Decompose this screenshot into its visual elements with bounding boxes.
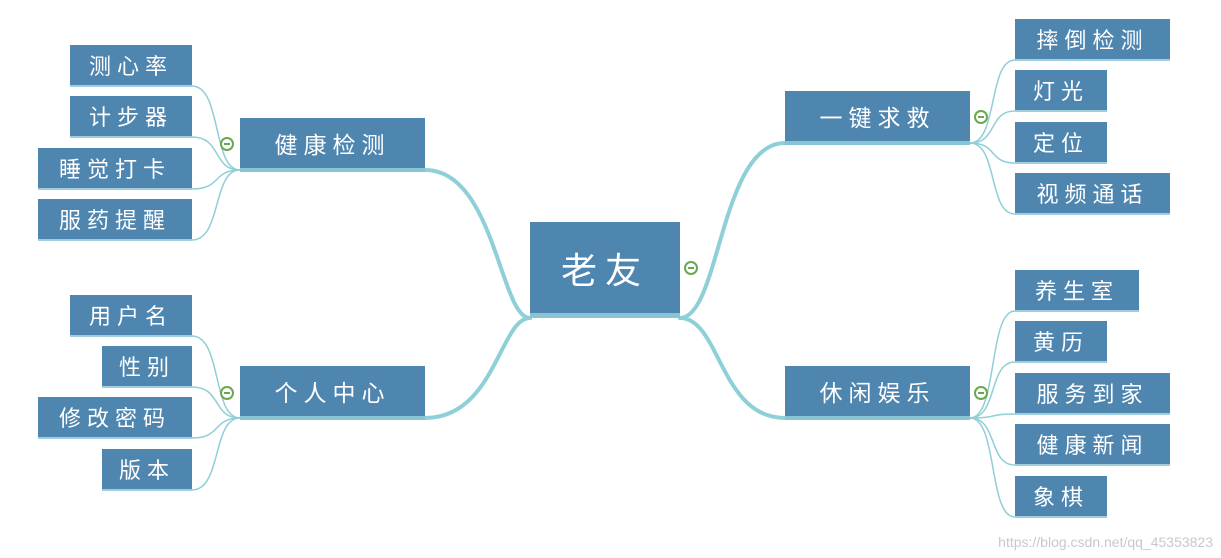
leaf-node[interactable]: 摔倒检测 (1015, 19, 1170, 61)
branch-sos[interactable]: 一键求救 (785, 91, 970, 145)
connector-root-leisure (678, 316, 787, 420)
connector-health-4 (191, 169, 241, 241)
leaf-node[interactable]: 视频通话 (1015, 173, 1170, 215)
leaf-node[interactable]: 睡觉打卡 (38, 148, 192, 190)
leaf-label: 睡觉打卡 (58, 158, 171, 183)
leaf-label: 定位 (1032, 132, 1089, 157)
connector-sos-1 (969, 59, 1016, 144)
leaf-label: 计步器 (88, 106, 173, 131)
connector-health-2 (191, 136, 241, 171)
leaf-label: 养生室 (1034, 280, 1119, 305)
branch-health[interactable]: 健康检测 (240, 118, 425, 172)
leaf-label: 版本 (118, 459, 175, 484)
leaf-label: 视频通话 (1036, 183, 1149, 208)
connector-sos-3 (969, 142, 1016, 164)
leaf-label: 黄历 (1032, 331, 1089, 356)
connector-personal-2 (191, 386, 241, 419)
connector-personal-1 (191, 335, 241, 419)
branch-label: 健康检测 (274, 133, 391, 159)
collapse-toggle-health[interactable] (220, 137, 234, 151)
connector-leisure-3 (969, 413, 1016, 419)
connector-health-1 (191, 85, 241, 171)
branch-label: 一键求救 (819, 106, 936, 132)
leaf-label: 服务到家 (1036, 383, 1149, 408)
branch-label: 个人中心 (274, 381, 391, 407)
connector-leisure-1 (969, 310, 1016, 419)
leaf-node[interactable]: 性别 (102, 346, 192, 388)
branch-leisure[interactable]: 休闲娱乐 (785, 366, 970, 420)
leaf-node[interactable]: 象棋 (1015, 476, 1107, 518)
connector-leisure-4 (969, 417, 1016, 466)
leaf-label: 灯光 (1032, 80, 1089, 105)
leaf-node[interactable]: 服务到家 (1015, 373, 1170, 415)
leaf-node[interactable]: 健康新闻 (1015, 424, 1170, 466)
leaf-node[interactable]: 定位 (1015, 122, 1107, 164)
collapse-toggle-personal[interactable] (220, 386, 234, 400)
connector-root-sos (678, 141, 787, 320)
leaf-label: 服药提醒 (58, 209, 171, 234)
leaf-label: 健康新闻 (1036, 434, 1149, 459)
root-label: 老友 (560, 250, 649, 292)
leaf-node[interactable]: 养生室 (1015, 270, 1139, 312)
leaf-node[interactable]: 计步器 (70, 96, 192, 138)
leaf-node[interactable]: 灯光 (1015, 70, 1107, 112)
connector-health-3 (191, 169, 241, 190)
root-node[interactable]: 老友 (530, 222, 680, 318)
leaf-label: 测心率 (88, 55, 173, 80)
watermark-text: https://blog.csdn.net/qq_45353823 (998, 534, 1213, 550)
leaf-label: 修改密码 (58, 407, 171, 432)
leaf-node[interactable]: 修改密码 (38, 397, 192, 439)
collapse-toggle-sos[interactable] (974, 110, 988, 124)
connector-leisure-5 (969, 417, 1016, 518)
branch-personal[interactable]: 个人中心 (240, 366, 425, 420)
leaf-node[interactable]: 用户名 (70, 295, 192, 337)
leaf-label: 性别 (118, 356, 175, 381)
leaf-label: 摔倒检测 (1036, 29, 1149, 54)
leaf-label: 用户名 (88, 305, 173, 330)
leaf-node[interactable]: 版本 (102, 449, 192, 491)
collapse-toggle-leisure[interactable] (974, 386, 988, 400)
connector-personal-3 (191, 417, 241, 439)
connector-personal-4 (191, 417, 241, 491)
branch-label: 休闲娱乐 (819, 381, 936, 407)
leaf-node[interactable]: 服药提醒 (38, 199, 192, 241)
leaf-label: 象棋 (1032, 486, 1089, 511)
connector-sos-2 (969, 110, 1016, 144)
connector-root-personal (423, 316, 532, 420)
leaf-node[interactable]: 测心率 (70, 45, 192, 87)
connector-sos-4 (969, 142, 1016, 215)
connector-root-health (423, 168, 532, 320)
leaf-node[interactable]: 黄历 (1015, 321, 1107, 363)
connector-leisure-2 (969, 361, 1016, 419)
collapse-toggle-root[interactable] (684, 261, 698, 275)
